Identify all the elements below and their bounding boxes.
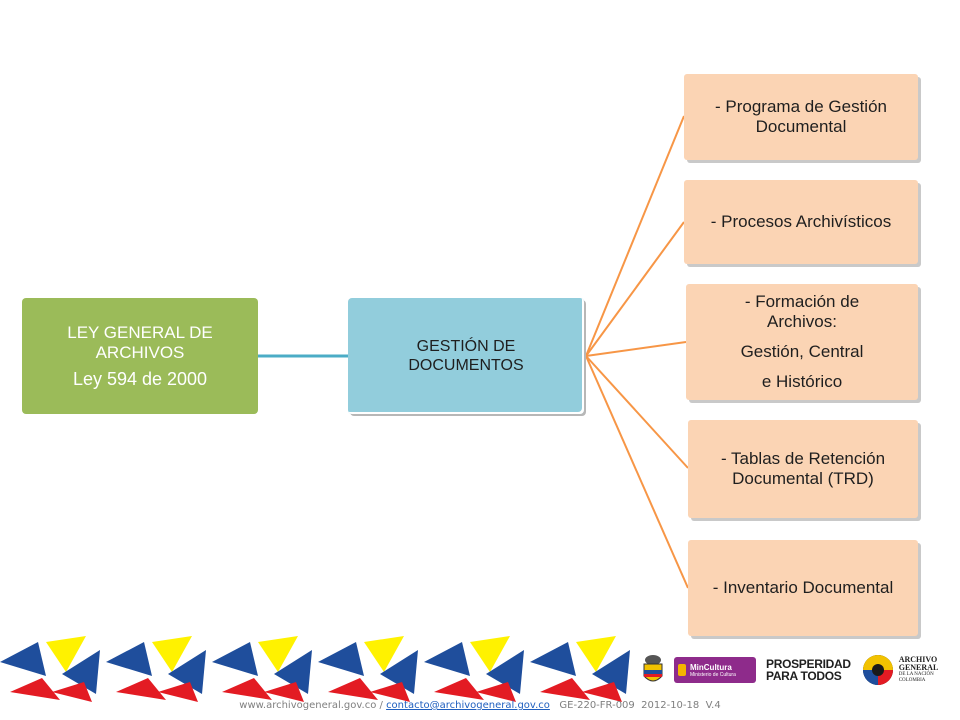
connector-branch-3 — [585, 341, 687, 357]
connector-branch-5 — [585, 355, 689, 589]
branch-node-inventario: - Inventario Documental — [688, 540, 918, 636]
branch-node-line: - Formación de — [744, 292, 860, 311]
root-node-ley-general: LEY GENERAL DE ARCHIVOS Ley 594 de 2000 — [22, 298, 258, 414]
decorative-flag-band — [0, 636, 630, 702]
root-node-subtitle: Ley 594 de 2000 — [72, 368, 208, 389]
branch-node-line: - Procesos Archivísticos — [710, 212, 892, 231]
branch-node-tablas: - Tablas de Retención Documental (TRD) — [688, 420, 918, 518]
footer-separator: / — [376, 700, 387, 711]
center-node-label: GESTIÓN DE DOCUMENTOS — [408, 338, 524, 374]
archivo-line3: DE LA NACIÓN — [898, 672, 934, 677]
branch-node-line: Documental — [755, 117, 847, 136]
branch-node-procesos: - Procesos Archivísticos — [684, 180, 918, 264]
branch-node-line: - Tablas de Retención — [720, 449, 886, 468]
archivo-general-logo: ARCHIVO GENERAL DE LA NACIÓN COLOMBIA — [899, 656, 939, 684]
mincultura-name: MinCultura — [690, 662, 732, 672]
mincultura-subtitle: Ministerio de Cultura — [690, 671, 736, 678]
mincultura-logo: MinCultura Ministerio de Cultura — [674, 657, 756, 683]
archivo-line4: COLOMBIA — [898, 678, 926, 683]
footer-email-link[interactable]: contacto@archivogeneral.gov.co — [386, 700, 550, 711]
archivo-line2: GENERAL — [898, 663, 939, 672]
footer-document-code: GE-220-FR-009 2012-10-18 V.4 — [559, 700, 721, 711]
footer-site: www.archivogeneral.gov.co — [239, 700, 377, 711]
branch-node-formacion: - Formación de Archivos: Gestión, Centra… — [686, 284, 918, 400]
connector-branch-2 — [585, 221, 685, 357]
root-node-title: LEY GENERAL DE ARCHIVOS — [67, 322, 213, 362]
archivo-general-emblem-icon — [862, 655, 893, 685]
branch-node-programa: - Programa de Gestión Documental — [684, 74, 918, 160]
mincultura-icon — [678, 664, 686, 676]
branch-node-line: - Inventario Documental — [712, 578, 894, 597]
connector-branch-4 — [585, 355, 689, 469]
archivo-line1: ARCHIVO — [898, 655, 938, 664]
coat-of-arms-icon — [643, 655, 663, 682]
branch-node-line: e Histórico — [761, 372, 843, 391]
logo-strip: MinCultura Ministerio de Cultura PROSPER… — [640, 650, 960, 690]
branch-node-line: Archivos: — [767, 312, 837, 331]
prosperidad-logo: PROSPERIDAD PARA TODOS — [766, 658, 851, 682]
center-node-gestion: GESTIÓN DE DOCUMENTOS — [348, 298, 584, 414]
branch-node-line: Documental (TRD) — [732, 469, 874, 488]
connector-branch-1 — [585, 115, 685, 357]
prosperidad-line2: PARA TODOS — [766, 669, 842, 683]
branch-node-line: Gestión, Central — [740, 342, 864, 361]
prosperidad-line1: PROSPERIDAD — [766, 657, 851, 671]
branch-node-line: - Programa de Gestión — [715, 97, 887, 116]
footer: www.archivogeneral.gov.co / contacto@arc… — [0, 700, 960, 711]
